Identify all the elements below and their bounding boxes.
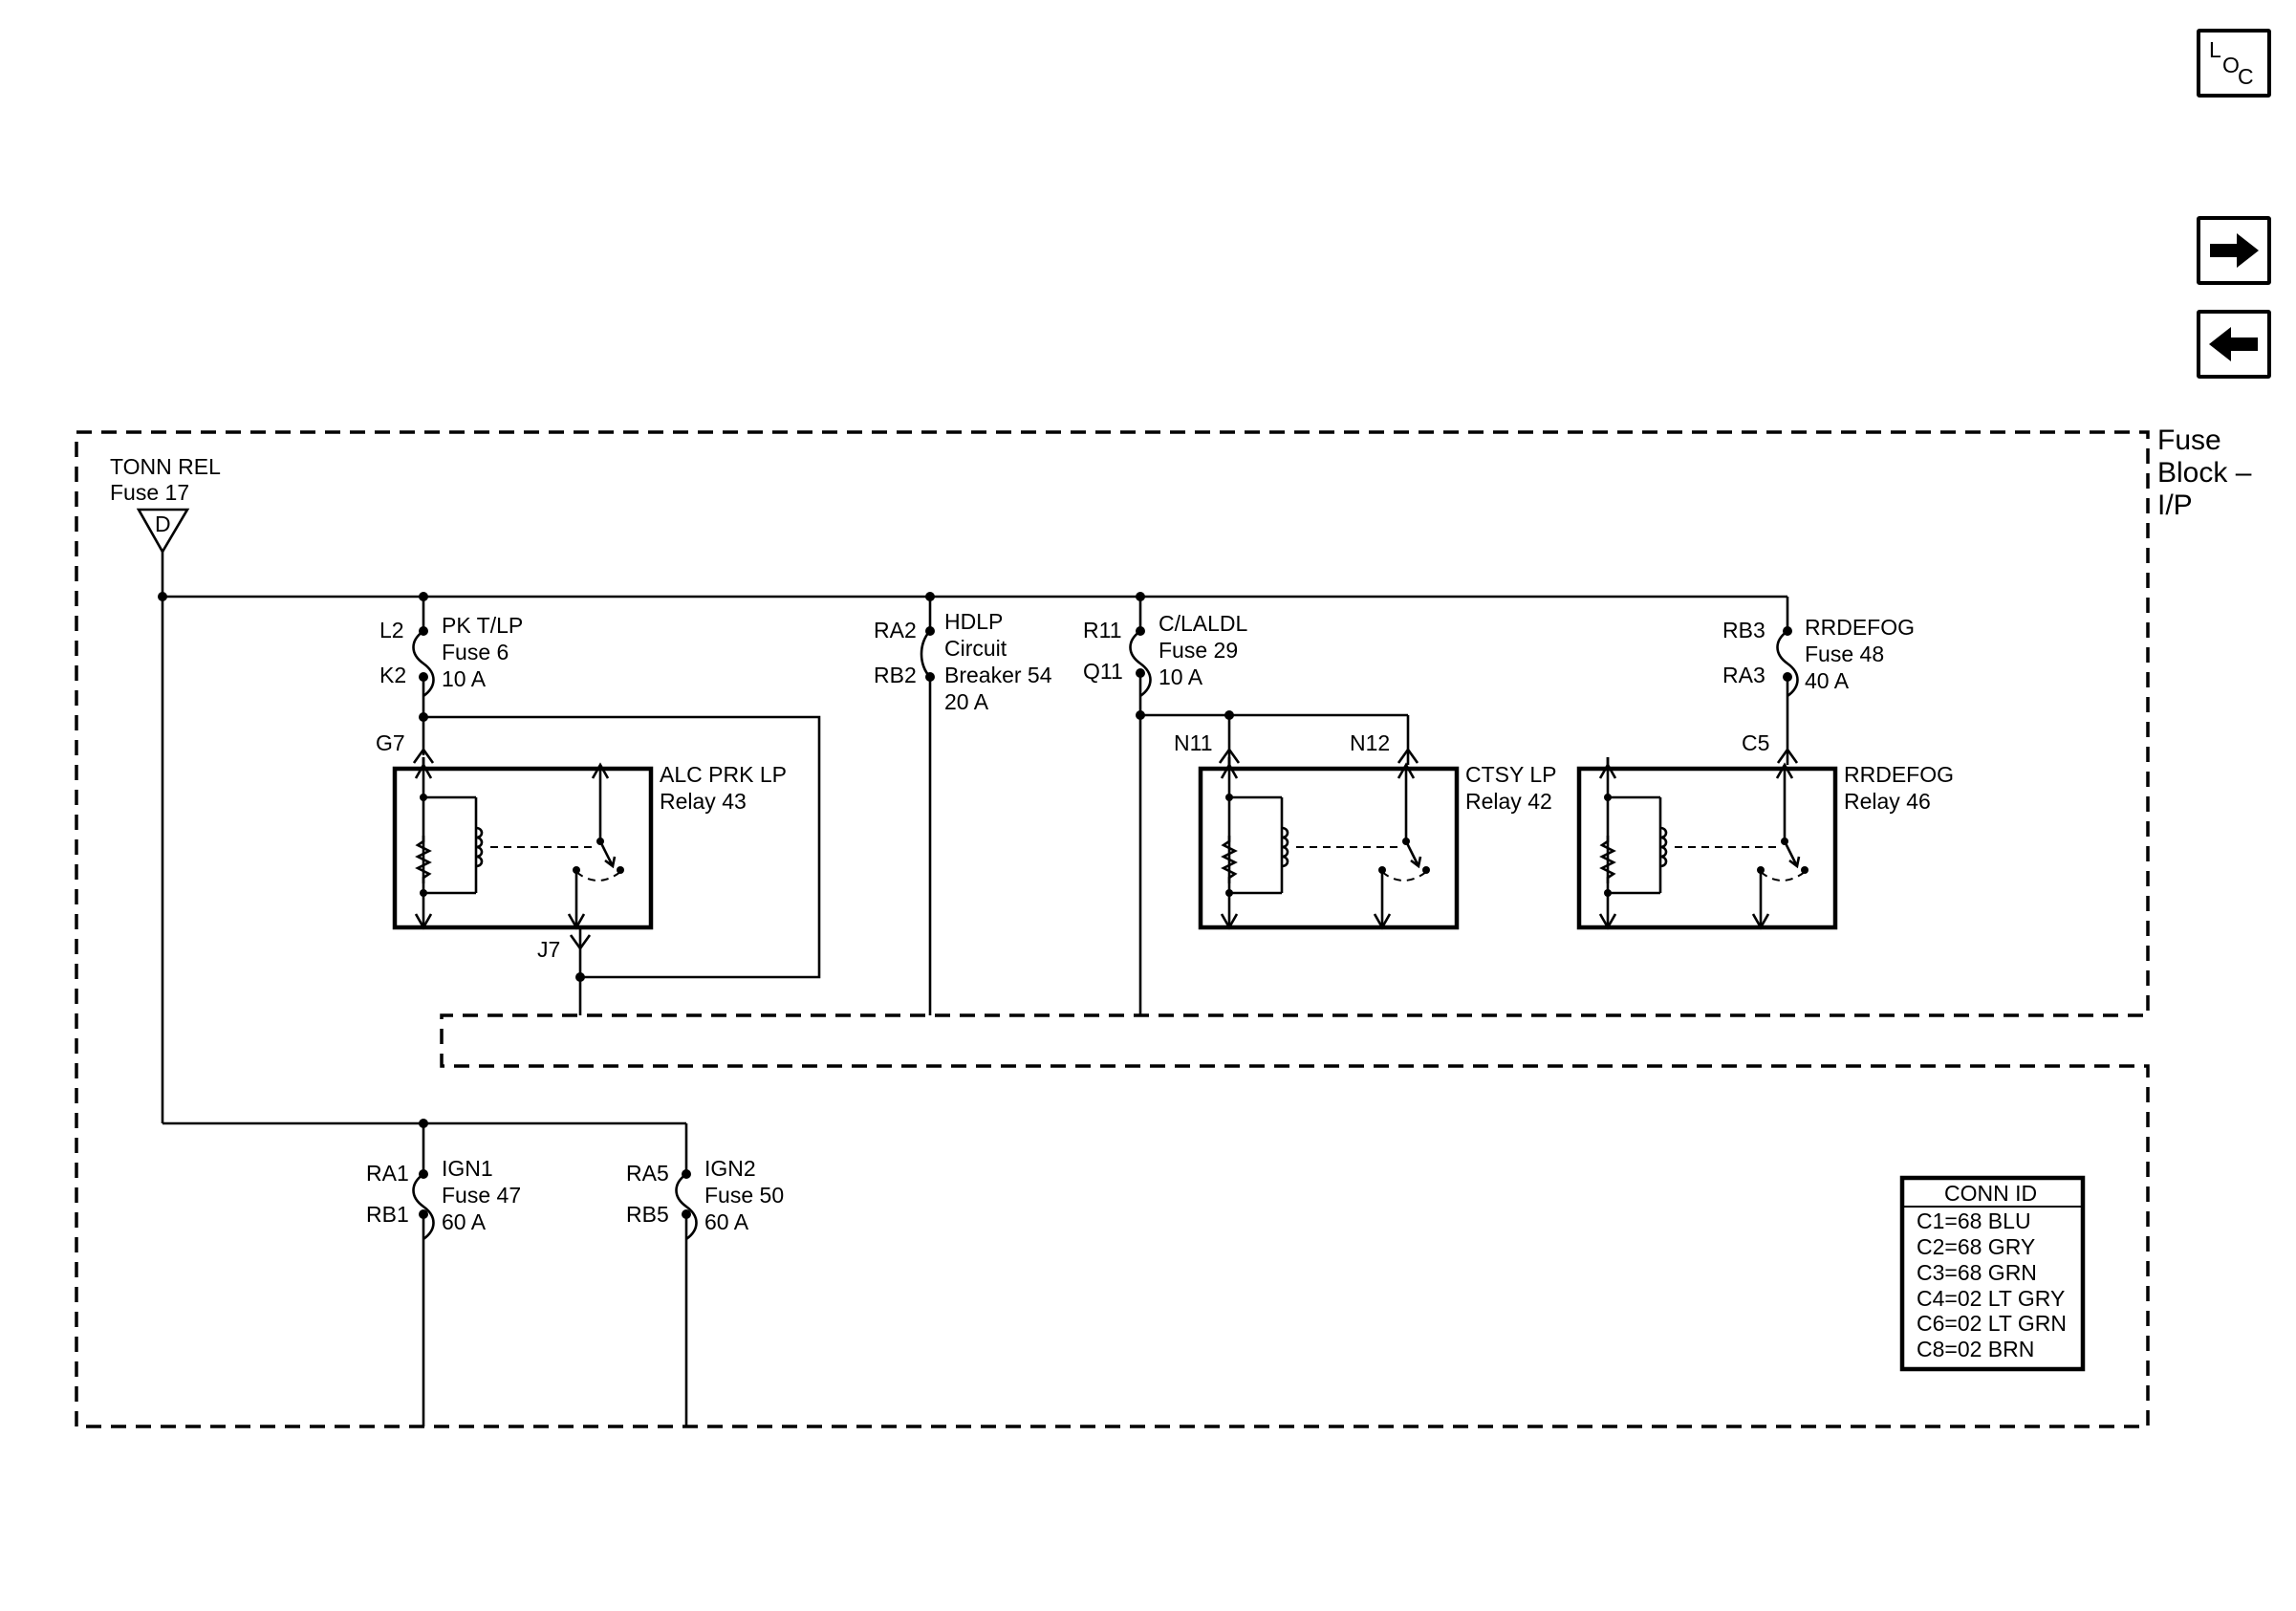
- ign1-name: IGN1: [442, 1156, 493, 1181]
- pk-tlp-top-pin: L2: [379, 618, 404, 642]
- fuse-block-title-3: I/P: [2157, 490, 2193, 521]
- hdlp-rating: 20 A: [944, 689, 989, 714]
- pk-tlp-rating: 10 A: [442, 666, 487, 691]
- pin-n12-label: N12: [1350, 730, 1390, 755]
- back-button[interactable]: [2197, 310, 2271, 379]
- c-laldl-rating: 10 A: [1159, 664, 1203, 689]
- rrdefog-fuse-number: Fuse 48: [1805, 642, 1884, 666]
- conn-id-entry: C8=02 BRN: [1917, 1337, 2034, 1361]
- ign2-top-pin: RA5: [626, 1161, 669, 1186]
- ign2-fuse: Fuse 50: [704, 1183, 784, 1208]
- pin-n11-label: N11: [1174, 730, 1213, 755]
- relay-43-schematic: [414, 755, 626, 929]
- rrdefog-fuse-name: RRDEFOG: [1805, 615, 1915, 640]
- pin-g7-label: G7: [376, 730, 405, 755]
- conn-id-entry: C2=68 GRY: [1917, 1234, 2035, 1259]
- relay-42-schematic: [1220, 755, 1432, 929]
- pk-tlp-bottom-pin: K2: [379, 663, 406, 687]
- relay-43-box: [392, 766, 654, 930]
- ign1-top-pin: RA1: [366, 1161, 409, 1186]
- c-laldl-name: C/LALDL: [1159, 611, 1248, 636]
- relay-42-name: CTSY LP: [1465, 762, 1556, 787]
- connector-d-label: D: [155, 512, 171, 536]
- conn-id-entry: C1=68 BLU: [1917, 1208, 2031, 1233]
- loc-letter-l: L: [2209, 37, 2221, 62]
- tonn-rel-fuse: Fuse 17: [110, 480, 189, 505]
- ign2-bottom-pin: RB5: [626, 1202, 669, 1227]
- next-button[interactable]: [2197, 216, 2271, 285]
- arrow-left-icon: [2209, 327, 2258, 361]
- rrdefog-fuse-rating: 40 A: [1805, 668, 1850, 693]
- relay-46-number: Relay 46: [1844, 789, 1931, 814]
- ign1-bottom-pin: RB1: [366, 1202, 409, 1227]
- relay-42-number: Relay 42: [1465, 789, 1552, 814]
- pk-tlp-name: PK T/LP: [442, 613, 523, 638]
- pk-tlp-fuse: Fuse 6: [442, 640, 509, 664]
- conn-id-entry: C4=02 LT GRY: [1917, 1286, 2065, 1311]
- c-laldl-fuse: Fuse 29: [1159, 638, 1238, 663]
- rrdefog-bottom-pin: RA3: [1722, 663, 1765, 687]
- loc-letter-c: C: [2238, 64, 2254, 89]
- loc-button[interactable]: L O C: [2197, 29, 2271, 98]
- loc-letter-o: O: [2222, 53, 2240, 77]
- ign1-fuse: Fuse 47: [442, 1183, 521, 1208]
- relay-46-schematic: [1598, 755, 1810, 929]
- tonn-rel-label: TONN REL: [110, 454, 221, 479]
- connector-d-triangle: [136, 508, 190, 555]
- c-laldl-top-pin: R11: [1083, 618, 1122, 642]
- rrdefog-top-pin: RB3: [1722, 618, 1765, 642]
- conn-id-entry: C3=68 GRN: [1917, 1260, 2037, 1285]
- hdlp-bottom-pin: RB2: [874, 663, 917, 687]
- hdlp-name: HDLP: [944, 609, 1003, 634]
- fuse-block-title-1: Fuse: [2157, 425, 2221, 456]
- conn-id-title: CONN ID: [1944, 1181, 2037, 1206]
- ign2-rating: 60 A: [704, 1209, 749, 1234]
- hdlp-line3: Breaker 54: [944, 663, 1052, 687]
- pin-j7-label: J7: [537, 937, 560, 962]
- arrow-right-icon: [2210, 233, 2259, 268]
- relay-42-box: [1198, 766, 1460, 930]
- pin-c5-label: C5: [1742, 730, 1769, 755]
- conn-id-entry: C6=02 LT GRN: [1917, 1311, 2067, 1336]
- fuse-block-outline: [75, 430, 2150, 1428]
- relay-43-number: Relay 43: [660, 789, 747, 814]
- relay-46-box: [1576, 766, 1838, 930]
- conn-id-table: CONN ID C1=68 BLU C2=68 GRY C3=68 GRN C4…: [1899, 1175, 2086, 1372]
- relay-46-name: RRDEFOG: [1844, 762, 1954, 787]
- hdlp-line2: Circuit: [944, 636, 1007, 661]
- c-laldl-bottom-pin: Q11: [1083, 659, 1123, 684]
- ign1-rating: 60 A: [442, 1209, 487, 1234]
- hdlp-top-pin: RA2: [874, 618, 917, 642]
- fuse-block-title-2: Block –: [2157, 457, 2252, 489]
- relay-43-name: ALC PRK LP: [660, 762, 787, 787]
- ign2-name: IGN2: [704, 1156, 756, 1181]
